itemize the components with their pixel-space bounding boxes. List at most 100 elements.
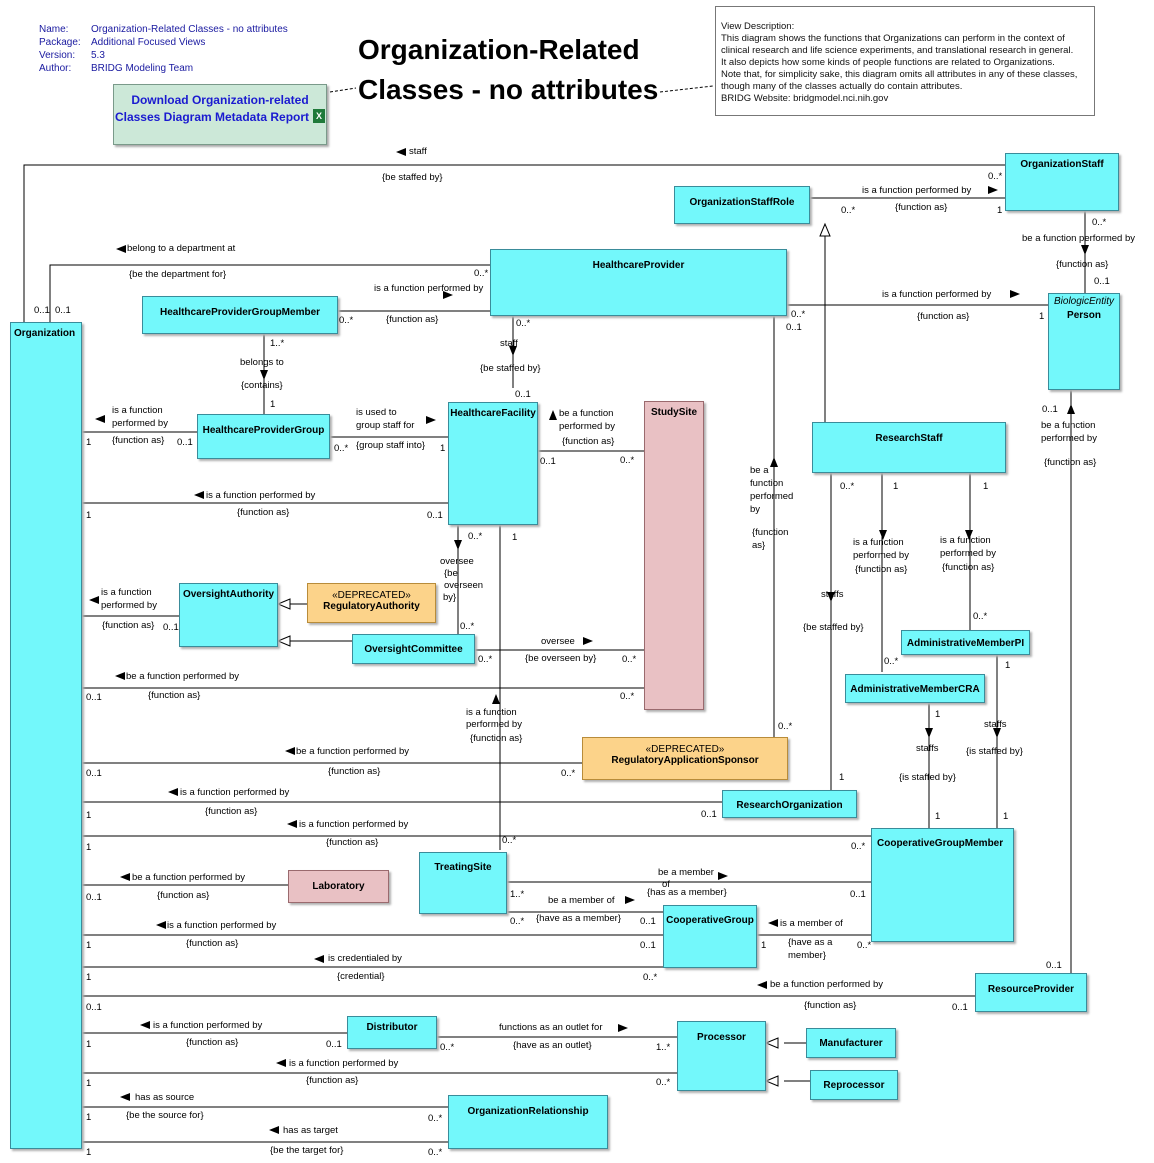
class-oversight-authority[interactable]: OversightAuthority [179, 583, 278, 647]
association-label: staff [500, 338, 518, 349]
association-label: 0..* [620, 455, 635, 466]
association-label: 0..1 [515, 389, 531, 400]
association-label: 0..1 [86, 892, 102, 903]
association-label: be a function performed by [126, 671, 240, 682]
class-organization-relationship-label: OrganizationRelationship [467, 1106, 589, 1117]
association-label: 1 [86, 940, 92, 951]
association-label: 1 [935, 811, 941, 822]
association-label: 0..* [468, 531, 483, 542]
class-laboratory[interactable]: Laboratory [288, 870, 389, 903]
association-label: 0..* [656, 1077, 671, 1088]
association-label: performed by [853, 550, 909, 561]
class-healthcare-provider-group-member[interactable]: HealthcareProviderGroupMember [142, 296, 338, 334]
association-label: 0..1 [177, 437, 193, 448]
class-oversight-committee[interactable]: OversightCommittee [352, 634, 475, 664]
title-line-1: Organization-Related [358, 34, 640, 65]
association-label: {be staffed by} [803, 622, 864, 633]
association-label: is a function performed by [167, 920, 277, 931]
class-processor-label: Processor [697, 1032, 746, 1043]
class-cooperative-group[interactable]: CooperativeGroup [663, 905, 757, 968]
class-distributor[interactable]: Distributor [347, 1016, 437, 1049]
class-resource-provider[interactable]: ResourceProvider [975, 973, 1087, 1012]
association-label: 0..* [643, 972, 658, 983]
association-label: be a function performed by [132, 872, 246, 883]
association-label: performed [750, 491, 794, 502]
class-organization[interactable]: Organization [10, 322, 82, 1149]
association-label: {be overseen by} [525, 653, 597, 664]
class-study-site-label: StudySite [650, 407, 698, 418]
association-label: 0..1 [86, 768, 102, 779]
class-reprocessor[interactable]: Reprocessor [810, 1070, 898, 1100]
class-treating-site-label: TreatingSite [434, 862, 492, 873]
association-label: {function as} [942, 562, 995, 573]
download-report-label: Download Organization-related Classes Di… [114, 93, 310, 124]
association-label: is a function performed by [289, 1058, 399, 1069]
class-administrative-member-pi[interactable]: AdministrativeMemberPI [901, 630, 1030, 655]
association-label: {function as} [328, 766, 381, 777]
association-label: is a function performed by [180, 787, 290, 798]
association-label: performed by [1041, 433, 1097, 444]
association-label: {function as} [186, 1037, 239, 1048]
class-regulatory-application-sponsor[interactable]: «DEPRECATED»RegulatoryApplicationSponsor [582, 737, 788, 780]
class-research-staff[interactable]: ResearchStaff [812, 422, 1006, 473]
association-label: 1 [86, 810, 92, 821]
class-treating-site[interactable]: TreatingSite [419, 852, 507, 914]
class-oversight-committee-label: OversightCommittee [364, 644, 463, 655]
class-healthcare-provider[interactable]: HealthcareProvider [490, 249, 787, 316]
association-label: belong to a department at [127, 243, 236, 254]
association-label: {be the department for} [129, 269, 227, 280]
class-regulatory-authority[interactable]: «DEPRECATED»RegulatoryAuthority [307, 583, 436, 623]
download-report-button[interactable]: Download Organization-related Classes Di… [113, 84, 327, 145]
header-name-value: Organization-Related Classes - no attrib… [91, 24, 288, 35]
class-healthcare-provider-group[interactable]: HealthcareProviderGroup [197, 414, 330, 459]
association-label: {function as} [205, 806, 258, 817]
class-healthcare-provider-label: HealthcareProvider [592, 260, 685, 271]
association-label: 0..* [339, 315, 354, 326]
association-label: group staff for [356, 420, 415, 431]
association-label: by [750, 504, 761, 515]
association-label: {credential} [337, 971, 385, 982]
association-label: belongs to [240, 357, 284, 368]
association-label: staffs [984, 719, 1007, 730]
association-label: 0..* [620, 691, 635, 702]
association-label: 0..1 [86, 1002, 102, 1013]
association-label: be a function [559, 408, 614, 419]
note-line: It also depicts how some kinds of people… [721, 57, 1055, 68]
association-label: 1 [1003, 811, 1009, 822]
association-label: 0..1 [55, 305, 71, 316]
association-label: 0..* [334, 443, 349, 454]
association-label: {has as a member} [647, 887, 727, 898]
view-description-note: View Description: This diagram shows the… [715, 6, 1095, 116]
association-label: {function as} [917, 311, 970, 322]
class-organization-relationship[interactable]: OrganizationRelationship [448, 1095, 608, 1149]
association-label: {be staffed by} [480, 363, 541, 374]
class-research-organization[interactable]: ResearchOrganization [722, 790, 857, 818]
association-label: 0..1 [786, 322, 802, 333]
association-label: {group staff into} [356, 440, 426, 451]
class-manufacturer-label: Manufacturer [819, 1038, 883, 1049]
association-label: 0..* [622, 654, 637, 665]
association-label: as} [752, 540, 766, 551]
association-label: be a [750, 465, 769, 476]
class-manufacturer[interactable]: Manufacturer [806, 1028, 896, 1058]
class-resource-provider-label: ResourceProvider [987, 984, 1075, 995]
association-label: be a function [1041, 420, 1096, 431]
class-study-site[interactable]: StudySite [644, 401, 704, 710]
association-label: of [662, 879, 670, 890]
association-label: 0..1 [640, 940, 656, 951]
association-label: 0..* [510, 916, 525, 927]
class-organization-staff[interactable]: OrganizationStaff [1005, 153, 1119, 211]
class-organization-staff-role[interactable]: OrganizationStaffRole [674, 186, 810, 224]
association-label: {function as} [386, 314, 439, 325]
class-cooperative-group-member[interactable]: CooperativeGroupMember [871, 828, 1014, 942]
header-version-key: Version: [39, 50, 76, 61]
class-processor[interactable]: Processor [677, 1021, 766, 1091]
class-healthcare-facility[interactable]: HealthcareFacility [448, 402, 538, 525]
association-label: {function as} [1056, 259, 1109, 270]
association-label: is a function performed by [153, 1020, 263, 1031]
association-label: 1..* [656, 1042, 671, 1053]
class-administrative-member-cra[interactable]: AdministrativeMemberCRA [845, 674, 985, 703]
association-label: {have as a [788, 937, 833, 948]
